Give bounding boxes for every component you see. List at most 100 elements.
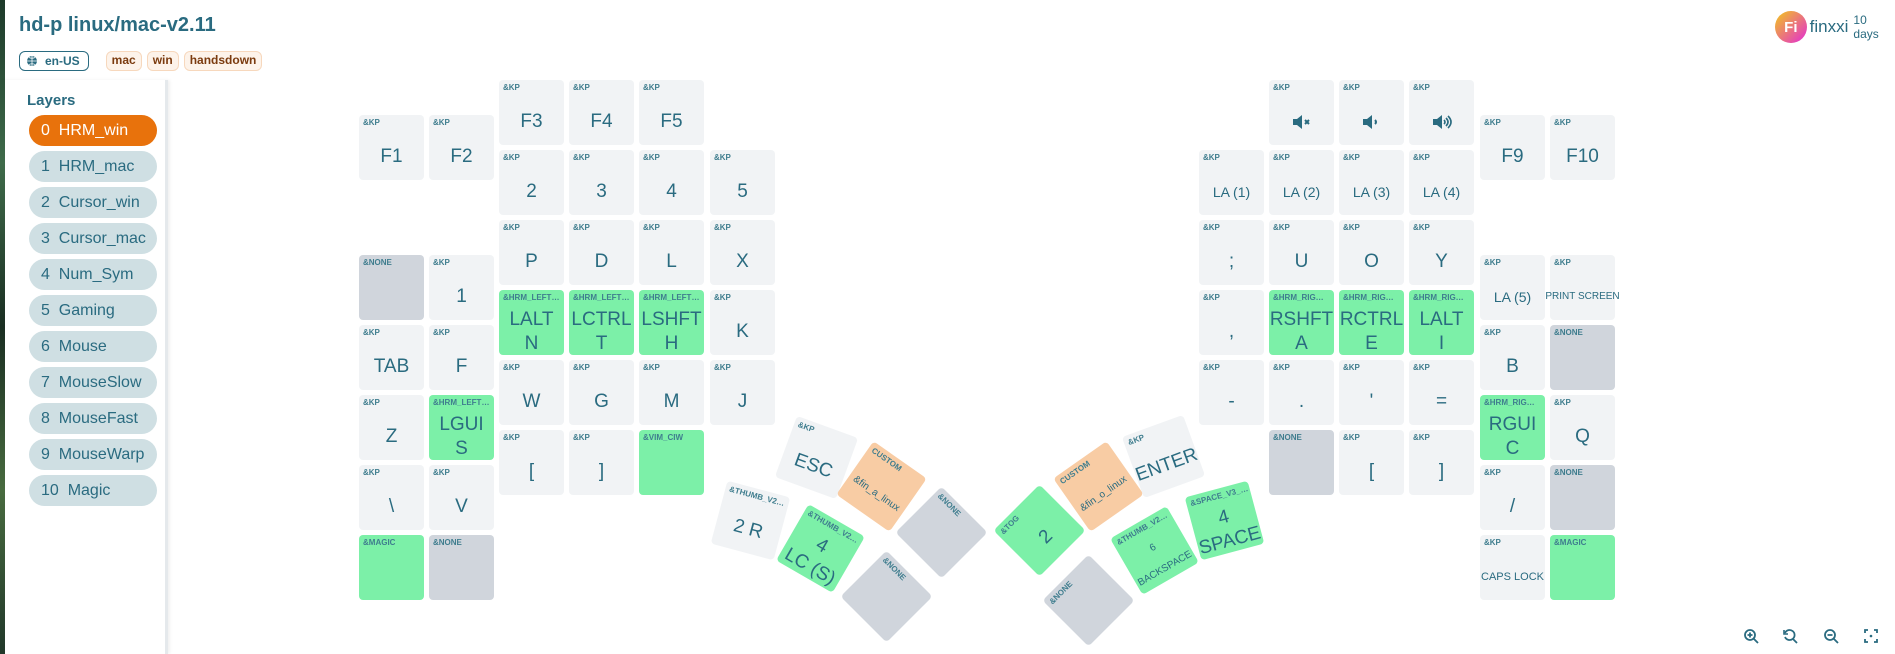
key-none[interactable]: &NONE: [1269, 430, 1334, 495]
layer-mouseslow[interactable]: 7 MouseSlow: [29, 367, 157, 398]
key-symbol[interactable]: &KP[: [499, 430, 564, 495]
locale-badge[interactable]: en-US: [19, 51, 89, 71]
key-volume-down-icon[interactable]: &KP: [1339, 80, 1404, 145]
key-symbol[interactable]: &KP[: [1339, 430, 1404, 495]
key-legend: [: [1339, 450, 1404, 493]
key-none[interactable]: &NONE: [1042, 554, 1134, 646]
key-none[interactable]: &NONE: [1550, 465, 1615, 530]
layer-name: Gaming: [58, 302, 115, 319]
key-symbol[interactable]: &KP\: [359, 465, 424, 530]
key-none[interactable]: &NONE: [429, 535, 494, 600]
key-volume-mute-icon[interactable]: &KP: [1269, 80, 1334, 145]
key-symbol[interactable]: &KP-: [1199, 360, 1264, 425]
layer-mousewarp[interactable]: 9 MouseWarp: [29, 439, 157, 470]
key-none[interactable]: &NONE: [359, 255, 424, 320]
layer-mouse[interactable]: 6 Mouse: [29, 331, 157, 362]
layer-cursor_win[interactable]: 2 Cursor_win: [29, 187, 157, 218]
layer-magic[interactable]: 10 Magic: [29, 475, 157, 506]
layer-gaming[interactable]: 5 Gaming: [29, 295, 157, 326]
key-none[interactable]: &NONE: [1550, 325, 1615, 390]
key-magic[interactable]: &MAGIC: [1550, 535, 1615, 600]
tag-win[interactable]: win: [146, 51, 179, 71]
key-magic[interactable]: &MAGIC: [359, 535, 424, 600]
key-volume-up-icon[interactable]: &KP: [1409, 80, 1474, 145]
zoom-out-button[interactable]: [1821, 626, 1841, 646]
key-symbol[interactable]: &KP/: [1480, 465, 1545, 530]
user-info[interactable]: Fi finxxi 10 days: [1775, 11, 1895, 43]
tag-handsdown[interactable]: handsdown: [183, 51, 263, 71]
key-none[interactable]: &NONE: [840, 550, 932, 642]
key-vim-ciw[interactable]: &VIM_CIW: [639, 430, 704, 495]
fullscreen-button[interactable]: [1861, 626, 1881, 646]
key-symbol[interactable]: &KP,: [1199, 290, 1264, 355]
layer-mousefast[interactable]: 8 MouseFast: [29, 403, 157, 434]
key-symbol[interactable]: &KP=: [1409, 360, 1474, 425]
key-legend: =: [1409, 380, 1474, 423]
user-name[interactable]: finxxi: [1809, 17, 1849, 36]
layer-cursor_mac[interactable]: 3 Cursor_mac: [29, 223, 157, 254]
key-label: 1: [456, 285, 467, 307]
layer-num_sym[interactable]: 4 Num_Sym: [29, 259, 157, 290]
zoom-in-button[interactable]: [1741, 626, 1761, 646]
key-2-r[interactable]: &THUMB_V2…2 R: [710, 480, 790, 560]
key-symbol[interactable]: &KP;: [1199, 220, 1264, 285]
layer-hrm_win[interactable]: 0 HRM_win: [29, 115, 157, 146]
key-symbol[interactable]: &KP.: [1269, 360, 1334, 425]
key-legend: [1269, 450, 1334, 493]
tag-mac[interactable]: mac: [105, 51, 142, 71]
reset-view-button[interactable]: [1780, 626, 1800, 646]
key-symbol[interactable]: &KP]: [1409, 430, 1474, 495]
key-symbol[interactable]: &KP': [1339, 360, 1404, 425]
key-symbol[interactable]: &KP]: [569, 430, 634, 495]
layer-hrm_mac[interactable]: 1 HRM_mac: [29, 151, 157, 182]
